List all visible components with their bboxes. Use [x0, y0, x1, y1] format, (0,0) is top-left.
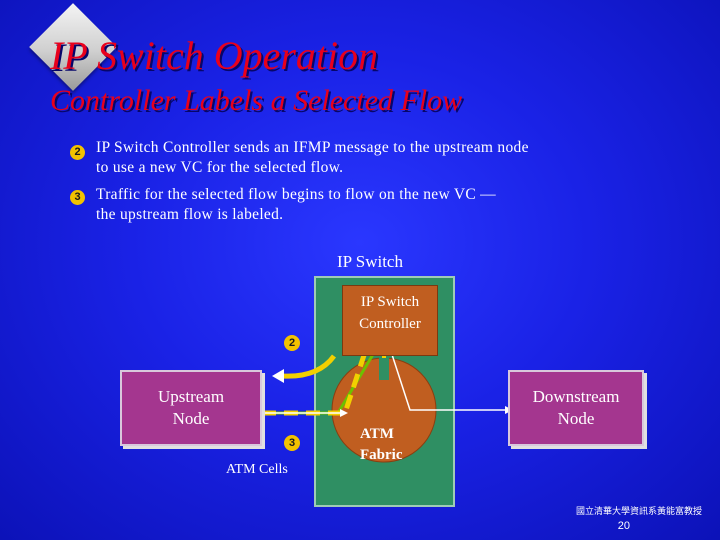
controller-fabric-connector: [379, 354, 389, 380]
upstream-node-box: Upstream Node: [120, 370, 262, 446]
slide-title: IP Switch Operation: [50, 33, 379, 78]
bullet-2-line-1: Traffic for the selected flow begins to …: [96, 186, 496, 203]
controller-label-line-2: Controller: [359, 316, 421, 332]
atm-cells-arrowhead: [340, 409, 348, 417]
fabric-label-line-1: ATM: [360, 426, 394, 442]
page-number: 20: [617, 520, 630, 532]
bullet-text-2: Traffic for the selected flow begins to …: [96, 185, 696, 225]
bullet-text-1: IP Switch Controller sends an IFMP messa…: [96, 138, 696, 178]
bullet-number-2: 2: [70, 145, 85, 160]
marker-3: 3: [288, 437, 296, 449]
upstream-label-line-1: Upstream: [157, 387, 225, 406]
marker-2: 2: [288, 337, 296, 349]
downstream-label-line-2: Node: [557, 409, 595, 428]
downstream-node-box: Downstream Node: [508, 370, 644, 446]
upstream-label-line-2: Node: [172, 409, 210, 428]
bullet-1-line-1: IP Switch Controller sends an IFMP messa…: [96, 139, 529, 156]
ifmp-message-arrow: [281, 354, 337, 379]
footer-institution: 國立清華大學資訊系黃能富教授: [575, 507, 702, 517]
ip-switch-label: IP Switch: [337, 252, 403, 271]
fabric-label-line-2: Fabric: [360, 447, 403, 463]
slide-subtitle: Controller Labels a Selected Flow: [50, 84, 463, 117]
bullet-2-line-2: the upstream flow is labeled.: [96, 206, 284, 223]
controller-label-line-1: IP Switch: [360, 294, 420, 310]
downstream-link: [385, 335, 505, 411]
atm-cells-label: ATM Cells: [226, 462, 288, 477]
ip-switch-controller-box: IP Switch Controller: [342, 285, 438, 356]
ifmp-arrowhead: [272, 369, 284, 383]
marker-3-circle: [284, 435, 300, 451]
bullet-number-3: 3: [70, 190, 85, 205]
bullet-1-line-2: to use a new VC for the selected flow.: [96, 159, 344, 176]
marker-2-circle: [284, 335, 300, 351]
downstream-label-line-1: Downstream: [532, 387, 620, 406]
